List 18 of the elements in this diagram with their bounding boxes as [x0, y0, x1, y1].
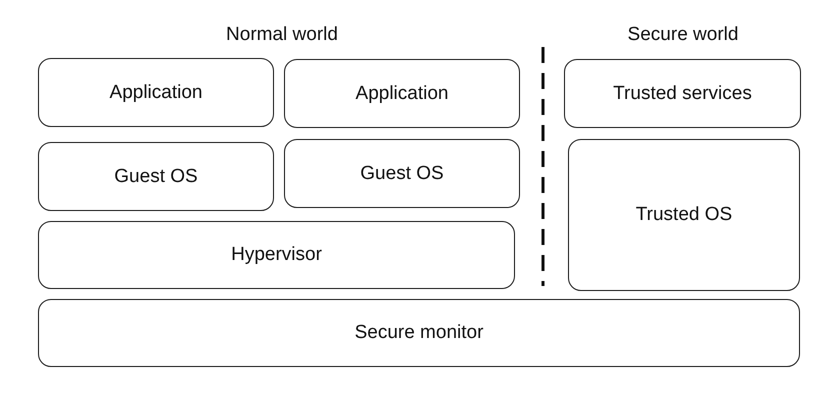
layer-box	[38, 221, 515, 289]
layer-label: Trusted OS	[636, 204, 732, 226]
layer-label: Hypervisor	[231, 244, 322, 266]
layer-box	[38, 142, 274, 211]
layer-label: Secure monitor	[354, 322, 484, 344]
layer-box	[38, 58, 274, 127]
layer-box	[284, 59, 520, 128]
layer-label: Application	[110, 82, 202, 104]
world-heading: Normal world	[226, 24, 338, 46]
layer-label: Trusted services	[613, 82, 752, 104]
layer-label: Guest OS	[360, 162, 444, 184]
layer-label: Application	[356, 82, 448, 104]
layer-label: Guest OS	[114, 166, 198, 188]
world-heading: Secure world	[628, 24, 738, 46]
layer-box	[568, 139, 800, 291]
layer-box	[284, 139, 520, 208]
layer-box	[564, 59, 801, 128]
layer-box	[38, 299, 800, 367]
